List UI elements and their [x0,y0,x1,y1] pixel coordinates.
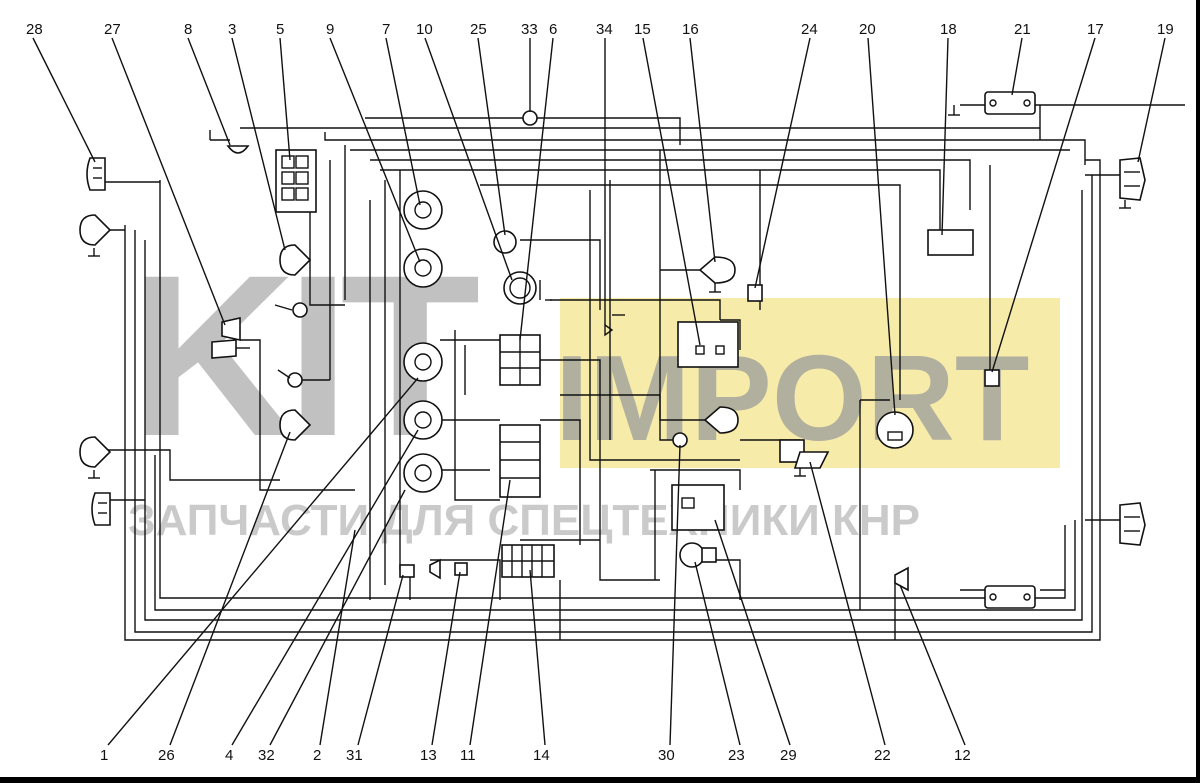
ground-symbols [88,105,1131,479]
switch-31-icon [399,564,415,578]
relay-block-6-icon [499,334,541,386]
gauge-1-icon [403,342,443,382]
lamp-26-icon [279,409,312,441]
callout-4: 4 [225,747,233,764]
switch-34-icon [604,314,625,337]
callout-19: 19 [1157,21,1174,38]
callout-16: 16 [682,21,699,38]
relay-15-icon [677,321,739,368]
horn-12-icon [894,566,909,592]
callout-12: 12 [954,747,971,764]
bottom-border [0,777,1200,783]
relay-block-11-icon [499,424,541,498]
components [79,91,1146,609]
rear-lamp-21-icon [984,91,1036,115]
switch-small-icon [274,302,308,318]
lamp-16-icon [698,256,736,284]
headlamp-left-lower-icon [79,436,112,468]
gauge-4-icon [403,453,443,493]
callout-5: 5 [276,21,284,38]
gauge-26-icon [403,400,443,440]
callout-23: 23 [728,747,745,764]
callout-2: 2 [313,747,321,764]
headlamp-left-upper-icon [79,214,112,246]
front-lamp-lower-left-icon [91,492,111,526]
callout-20: 20 [859,21,876,38]
battery-22-icon [779,439,830,469]
watermark-highlight [560,298,1060,468]
watermark: KIT IMPORT ЗАПЧАСТИ ДЛЯ СПЕЦТЕХНИКИ КНР [128,227,1060,545]
alternator-20-icon [876,411,914,449]
callout-34: 34 [596,21,613,38]
callout-31: 31 [346,747,363,764]
switch-13-icon [454,562,468,576]
callouts-top: 28 27 8 3 5 9 7 10 25 33 6 34 15 16 24 2… [26,21,1174,38]
callout-28: 28 [26,21,43,38]
leader-lines [32,37,1166,746]
gauge-7-icon [403,190,443,230]
switch-30-icon [672,432,688,448]
harness-wires [95,104,1185,641]
watermark-tagline: ЗАПЧАСТИ ДЛЯ СПЕЦТЕХНИКИ КНР [128,496,920,545]
callout-13: 13 [420,747,437,764]
right-border [1196,0,1200,783]
lamp-3-icon [279,244,312,276]
callout-22: 22 [874,747,891,764]
callout-21: 21 [1014,21,1031,38]
callout-14: 14 [533,747,550,764]
callout-8: 8 [184,21,192,38]
callout-7: 7 [382,21,390,38]
callout-11: 11 [460,747,476,764]
callout-29: 29 [780,747,797,764]
callout-26: 26 [158,747,175,764]
front-lamp-upper-left-icon [86,157,106,191]
switch-27-icon [211,317,250,359]
fuse-block-5-icon [275,149,317,213]
callout-27: 27 [104,21,121,38]
rear-combo-lamp-19-upper-icon [1119,157,1146,201]
rear-combo-lamp-19-lower-icon [1119,502,1146,546]
starter-motor-23-icon [679,542,717,568]
lamp-30-icon [703,406,739,434]
callout-18: 18 [940,21,957,38]
callout-17: 17 [1087,21,1104,38]
switch-lamp-26-icon [277,369,303,388]
callout-33: 33 [521,21,538,38]
rear-lamp-lower-icon [984,585,1036,609]
callout-25: 25 [470,21,487,38]
callout-24: 24 [801,21,818,38]
callout-6: 6 [549,21,557,38]
callout-15: 15 [634,21,651,38]
callout-1: 1 [100,747,108,764]
relay-18-icon [927,229,974,256]
callout-3: 3 [228,21,236,38]
callout-10: 10 [416,21,433,38]
buzzer-icon [429,558,441,580]
callout-32: 32 [258,747,275,764]
sensor-17-icon [984,369,1000,387]
connector-33-icon [522,110,538,126]
callout-9: 9 [326,21,334,38]
callout-30: 30 [658,747,675,764]
ground-lamp-8-icon [209,130,250,154]
fuse-box-14-icon [501,544,555,578]
gauge-10-icon [503,271,537,305]
gauge-9-icon [403,248,443,288]
callouts-bottom: 1 26 4 32 2 31 13 11 14 30 23 29 22 12 [100,747,971,764]
